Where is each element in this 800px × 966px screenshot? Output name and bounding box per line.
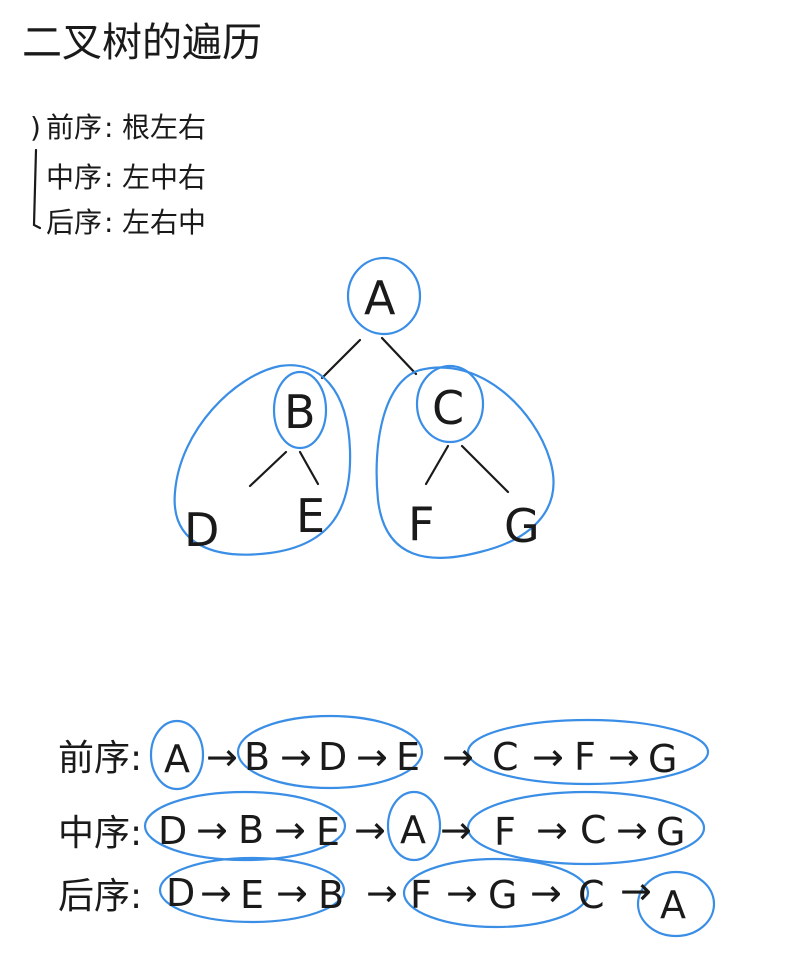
post-root-circle (636, 870, 716, 938)
tree-nodes: A B C D E F G (184, 271, 540, 557)
traversal-inorder: 中序: D → B → E → A → F → C → G (58, 790, 706, 866)
pre-arrow: → (442, 735, 474, 779)
node-d: D (184, 503, 219, 557)
pre-arrow: → (280, 735, 312, 779)
in-seq-1: B (238, 808, 264, 852)
post-arrow: → (366, 871, 398, 915)
rule-number: ) (30, 111, 41, 144)
post-arrow: → (620, 869, 652, 913)
in-arrow: → (354, 808, 386, 852)
rule-sep: : (104, 111, 113, 144)
post-seq-0: D (166, 871, 195, 915)
traversal-preorder: 前序: A → B → D → E → C → F → G (58, 714, 710, 791)
rule-sep: : (104, 206, 113, 239)
traversal-label: 中序: (58, 813, 142, 854)
pre-arrow: → (356, 735, 388, 779)
node-e: E (296, 489, 325, 543)
pre-root-circle (149, 719, 205, 791)
edge-b-e (298, 450, 320, 486)
post-arrow: → (530, 871, 562, 915)
rule-postorder: 后序 : 左右中 (46, 206, 206, 239)
pre-seq-4: C (492, 735, 519, 779)
pre-seq-0: A (164, 737, 190, 781)
node-c-circle (415, 364, 485, 444)
in-root-circle (386, 790, 442, 862)
node-b: B (284, 385, 316, 439)
pre-seq-5: F (574, 735, 596, 779)
in-right-group (466, 790, 706, 866)
post-left-group (158, 856, 346, 924)
pre-arrow: → (608, 735, 640, 779)
post-arrow: → (200, 871, 232, 915)
traversal-postorder: 后序: D → E → B → F → G → C → A (58, 856, 716, 938)
tree-highlights (173, 256, 555, 559)
edge-a-b (320, 338, 362, 380)
tree-edges (248, 336, 510, 494)
page-title: 二叉树的遍历 (22, 20, 262, 66)
pre-left-group (236, 714, 424, 790)
rule-inorder: 中序 : 左中右 (46, 161, 206, 194)
post-seq-4: G (488, 873, 517, 917)
right-subtree-outline (375, 366, 555, 559)
pre-seq-1: B (244, 735, 270, 779)
post-seq-2: B (318, 873, 344, 917)
in-left-group (143, 790, 347, 862)
post-right-group (402, 857, 590, 929)
in-arrow: → (274, 808, 306, 852)
node-g: G (504, 499, 540, 553)
post-arrow: → (276, 871, 308, 915)
rule-preorder: ) 前序 : 根左右 (30, 111, 206, 144)
pre-arrow: → (532, 735, 564, 779)
edge-c-g (460, 444, 510, 494)
pre-seq-6: G (648, 737, 677, 781)
post-seq-5: C (578, 873, 605, 917)
edge-b-d (248, 450, 288, 488)
post-seq-6: A (660, 883, 686, 927)
pre-seq-3: E (396, 735, 420, 779)
edge-c-f (424, 444, 450, 486)
edge-a-c (380, 336, 418, 376)
in-seq-6: G (656, 810, 685, 854)
pre-right-group (466, 718, 710, 786)
rules-bracket (32, 148, 42, 230)
in-seq-4: F (494, 810, 516, 854)
node-a: A (364, 271, 396, 325)
node-c: C (432, 381, 464, 435)
post-seq-3: F (410, 873, 432, 917)
traversal-label: 后序: (58, 876, 142, 917)
rule-name: 前序 (46, 111, 102, 144)
root-circle (346, 256, 422, 336)
pre-arrow: → (206, 735, 238, 779)
rule-order: 根左右 (122, 111, 206, 144)
in-seq-2: E (316, 810, 340, 854)
in-arrow: → (536, 808, 568, 852)
post-arrow: → (446, 871, 478, 915)
in-seq-0: D (158, 809, 187, 853)
post-seq-1: E (240, 873, 264, 917)
node-f: F (408, 497, 434, 551)
in-seq-3: A (400, 808, 426, 852)
left-subtree-outline (173, 364, 352, 556)
rule-name: 中序 (46, 161, 102, 194)
in-arrow: → (616, 808, 648, 852)
pre-seq-2: D (318, 735, 347, 779)
traversal-label: 前序: (58, 738, 142, 779)
node-b-circle (272, 370, 328, 450)
rule-order: 左右中 (122, 206, 206, 239)
rule-sep: : (104, 161, 113, 194)
in-seq-5: C (580, 808, 607, 852)
rule-name: 后序 (46, 206, 102, 239)
in-arrow: → (440, 808, 472, 852)
rule-order: 左中右 (122, 161, 206, 194)
in-arrow: → (196, 808, 228, 852)
